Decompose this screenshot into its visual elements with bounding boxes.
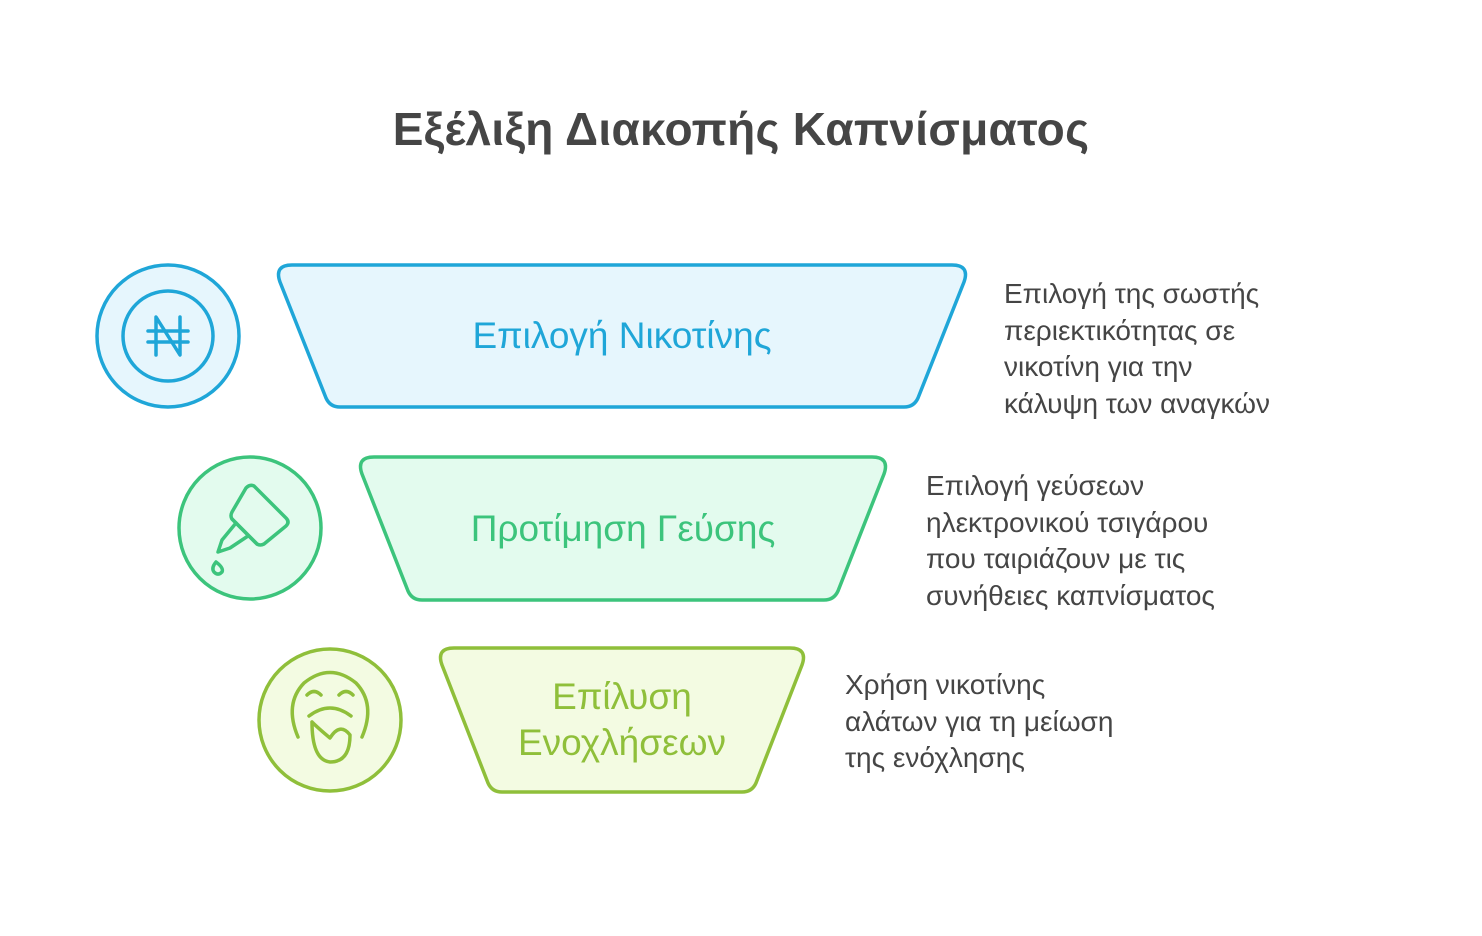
funnel-stage-2-shape	[358, 455, 888, 602]
stage-3-description: Χρήση νικοτίνης αλάτων για τη μείωση της…	[845, 667, 1113, 777]
stage-1-label: Επιλογή Νικοτίνης	[330, 313, 914, 359]
stage-3-label-line-2: Ενοχλήσεων	[518, 722, 726, 763]
stage-1-description-line: περιεκτικότητας σε	[1004, 314, 1236, 346]
stage-2-description-line: Επιλογή γεύσεων	[926, 470, 1145, 501]
stage-3-description-line: Χρήση νικοτίνης	[845, 669, 1046, 700]
stage-1-description-line: Επιλογή της σωστής	[1004, 278, 1260, 309]
funnel-stage-1-shape	[276, 263, 968, 409]
stage-2-description: Επιλογή γεύσεων ηλεκτρονικού τσιγάρου πο…	[926, 468, 1215, 614]
dropper-bottle-icon	[177, 455, 323, 601]
funnel-stage-3-shape	[438, 646, 806, 794]
stage-2-description-line: συνήθειες καπνίσματος	[926, 579, 1215, 611]
stage-2-description-line: ηλεκτρονικού τσιγάρου	[926, 506, 1209, 538]
stage-2-label-line: Προτίμηση Γεύσης	[470, 508, 776, 549]
stage-1-description-line: κάλυψη των αναγκών	[1004, 387, 1270, 419]
stage-1-description: Επιλογή της σωστής περιεκτικότητας σε νι…	[1004, 276, 1270, 422]
stage-3-label-line-1: Επίλυση	[552, 676, 692, 717]
stage-2-label: Προτίμηση Γεύσης	[412, 506, 834, 552]
naira-currency-icon	[95, 263, 241, 409]
throat-irritation-icon	[257, 647, 403, 793]
stage-3-label: Επίλυση Ενοχλήσεων	[490, 674, 754, 766]
stage-1-label-line: Επιλογή Νικοτίνης	[472, 315, 772, 356]
stage-2-description-line: που ταιριάζουν με τις	[926, 543, 1186, 574]
stage-1-description-line: νικοτίνη για την	[1004, 351, 1193, 382]
page-title: Εξέλιξη Διακοπής Καπνίσματος	[392, 103, 1090, 155]
stage-3-description-line: της ενόχλησης	[845, 742, 1025, 773]
stage-3-description-line: αλάτων για τη μείωση	[845, 705, 1114, 737]
